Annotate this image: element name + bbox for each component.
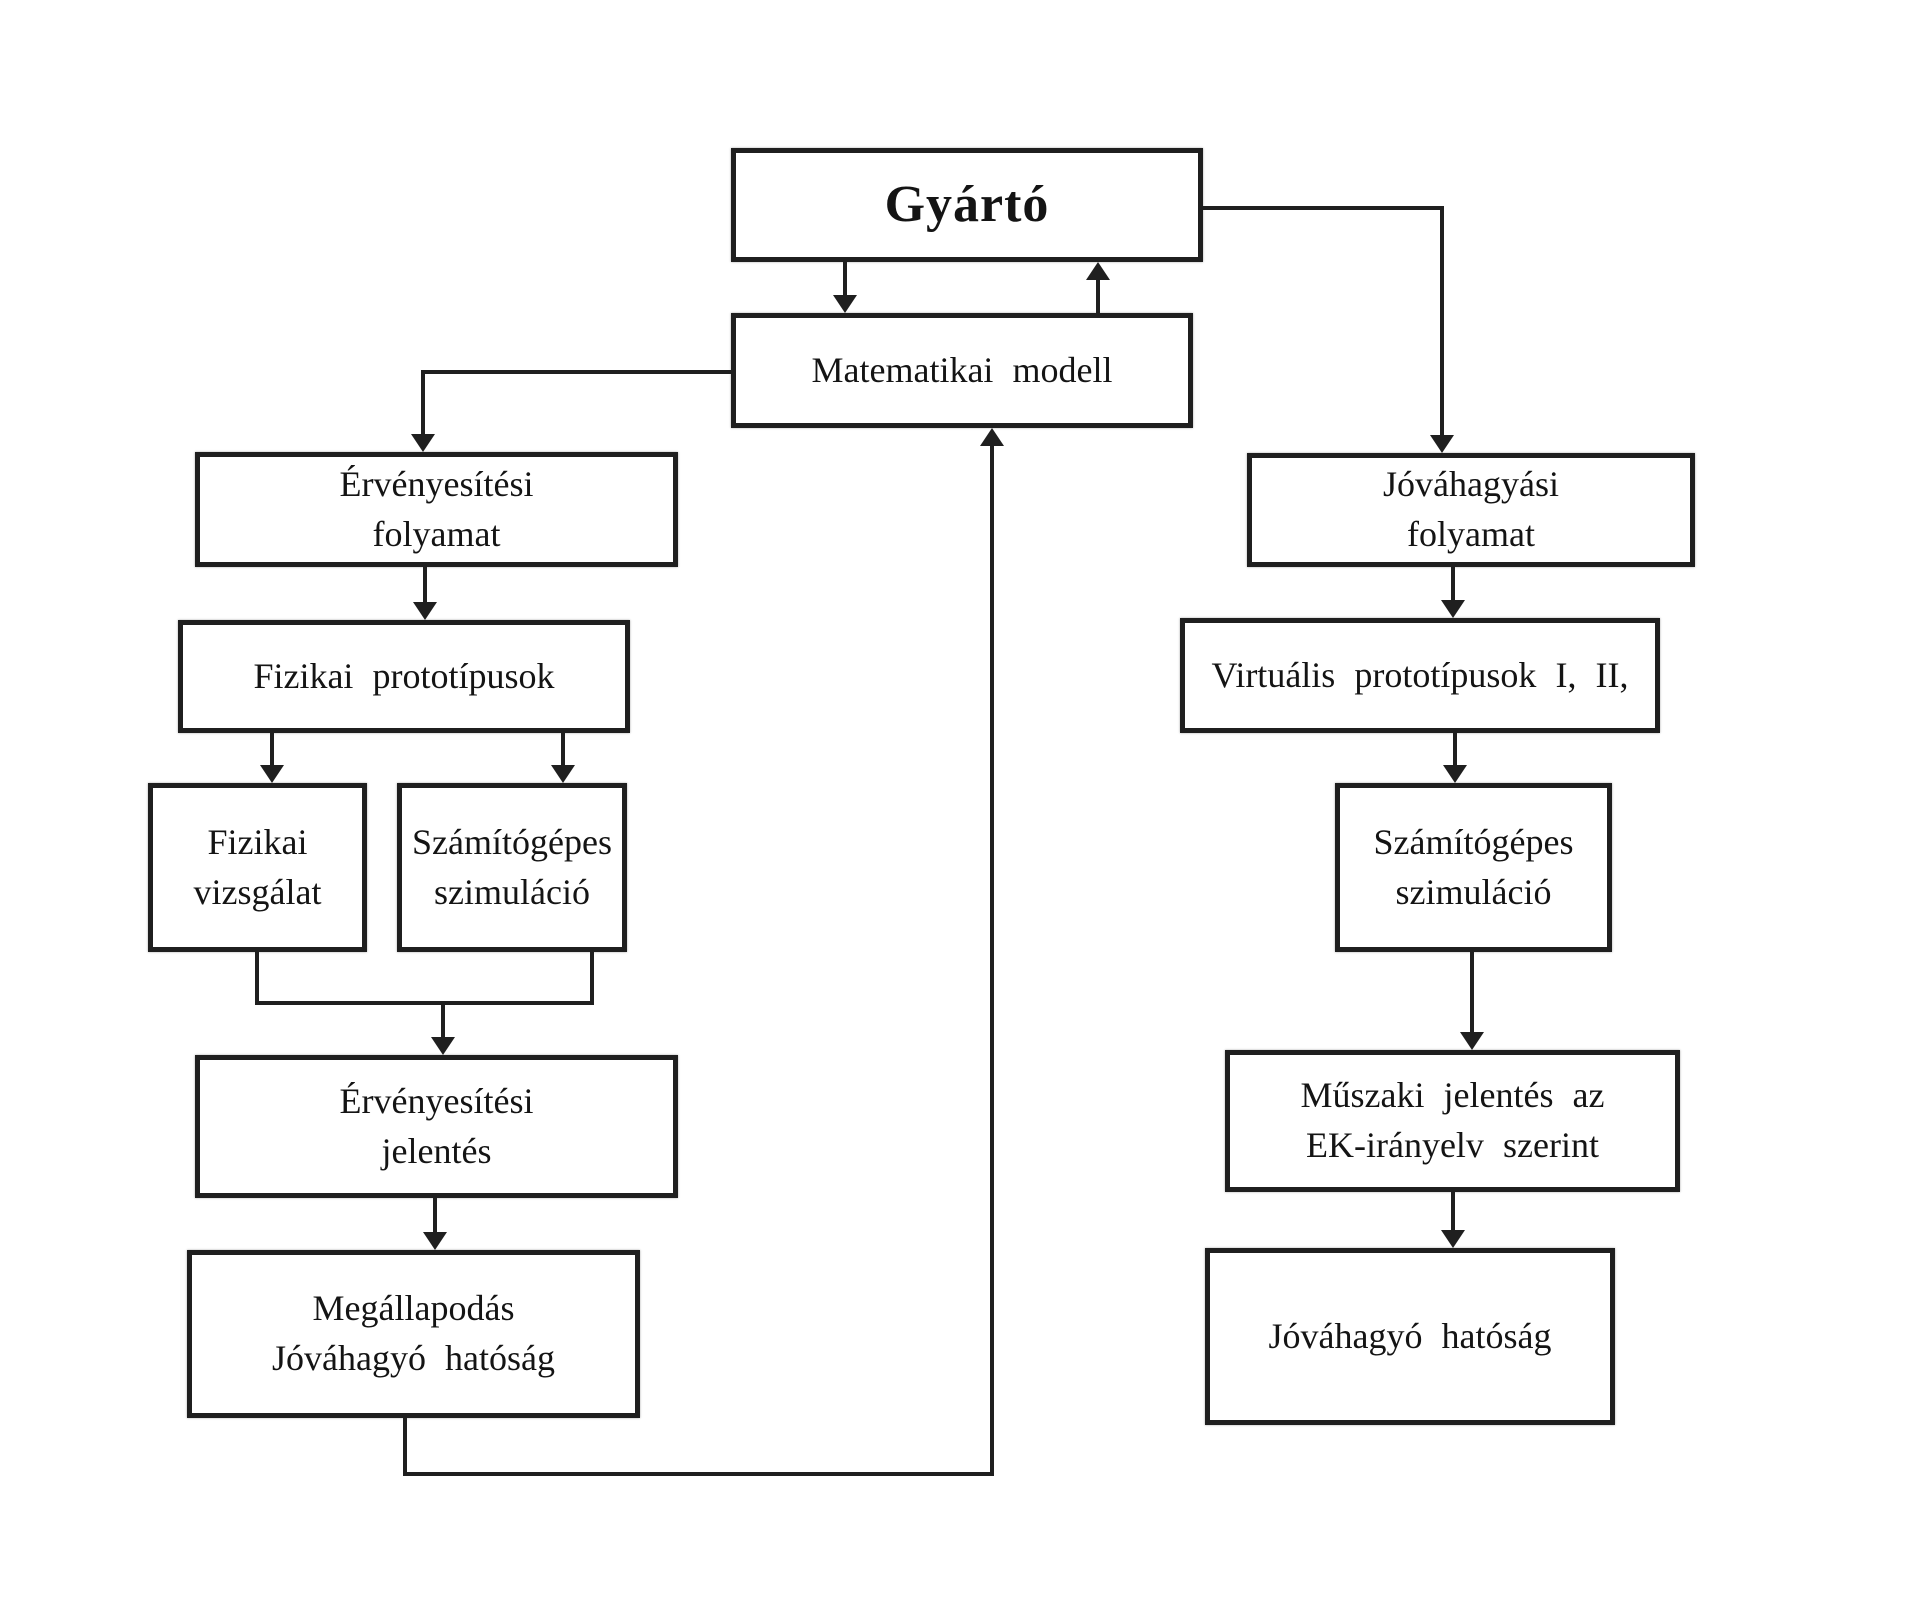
connector-modell-to-ervenyesitesi-horizontal	[421, 370, 731, 374]
connector-folyamat-to-prototipusok-line	[423, 567, 427, 606]
connector-jovahagyasi-to-virtualis-line	[1451, 567, 1455, 604]
arrow-down-head-to-megallapodas	[423, 1232, 447, 1250]
arrow-down-head-to-fizikai-prototipusok	[413, 602, 437, 620]
connector-merge-horizontal	[255, 1001, 594, 1005]
arrow-down-head-to-jovahagyo-hatosag	[1441, 1230, 1465, 1248]
connector-gyarto-to-jovahagyasi-horizontal	[1203, 206, 1444, 210]
node-matematikai-modell: Matematikai modell	[731, 313, 1193, 428]
node-gyarto: Gyártó	[731, 148, 1203, 262]
connector-gyarto-to-modell-line	[843, 262, 847, 300]
connector-prototipusok-to-szimulacio-line	[561, 733, 565, 769]
arrow-up-head-modell-to-gyarto	[1086, 262, 1110, 280]
arrow-down-head-to-muszaki	[1460, 1032, 1484, 1050]
node-jovahagyo-hatosag: Jóváhagyó hatóság	[1205, 1248, 1615, 1425]
arrow-down-head-gyarto-to-modell	[833, 295, 857, 313]
arrow-down-head-to-fizikai-vizsgalat	[260, 765, 284, 783]
connector-feedback-drop	[403, 1418, 407, 1476]
arrow-down-head-to-jovahagyasi	[1430, 435, 1454, 453]
connector-szimulacio-to-muszaki-line	[1470, 952, 1474, 1036]
connector-merge-to-jelentes-line	[441, 1003, 445, 1041]
node-muszaki-jelentes: Műszaki jelentés az EK-irányelv szerint	[1225, 1050, 1680, 1192]
arrow-up-head-feedback-to-modell	[980, 428, 1004, 446]
arrow-down-head-to-ervenyesitesi-folyamat	[411, 434, 435, 452]
arrow-down-head-to-szimulacio-jobb	[1443, 765, 1467, 783]
node-jovahagyasi-folyamat: Jóváhagyási folyamat	[1247, 453, 1695, 567]
connector-gyarto-to-jovahagyasi-vertical	[1440, 206, 1444, 439]
connector-prototipusok-to-vizsgalat-line	[270, 733, 274, 769]
node-fizikai-prototipusok: Fizikai prototípusok	[178, 620, 630, 733]
node-szamitogepes-szimulacio-bal: Számítógépes szimuláció	[397, 783, 627, 952]
node-fizikai-vizsgalat: Fizikai vizsgálat	[148, 783, 367, 952]
connector-virtualis-to-szimulacio-line	[1453, 733, 1457, 769]
connector-feedback-vertical	[990, 442, 994, 1474]
node-szamitogepes-szimulacio-jobb: Számítógépes szimuláció	[1335, 783, 1612, 952]
arrow-down-head-to-szimulacio-bal	[551, 765, 575, 783]
node-virtualis-prototipusok: Virtuális prototípusok I, II,	[1180, 618, 1660, 733]
node-ervenyesitesi-jelentes: Érvényesítési jelentés	[195, 1055, 678, 1198]
connector-szimulacio-merge-drop	[590, 952, 594, 1005]
arrow-down-head-to-virtualis	[1441, 600, 1465, 618]
node-ervenyesitesi-folyamat: Érvényesítési folyamat	[195, 452, 678, 567]
connector-jelentes-to-megallapodas-line	[433, 1198, 437, 1236]
node-megallapodas: Megállapodás Jóváhagyó hatóság	[187, 1250, 640, 1418]
arrow-down-head-to-ervenyesitesi-jelentes	[431, 1037, 455, 1055]
connector-muszaki-to-hatosag-line	[1451, 1192, 1455, 1234]
connector-modell-to-gyarto-line	[1096, 276, 1100, 313]
connector-feedback-horizontal	[403, 1472, 994, 1476]
connector-modell-to-ervenyesitesi-vertical	[421, 370, 425, 438]
connector-vizsgalat-merge-drop	[255, 952, 259, 1005]
